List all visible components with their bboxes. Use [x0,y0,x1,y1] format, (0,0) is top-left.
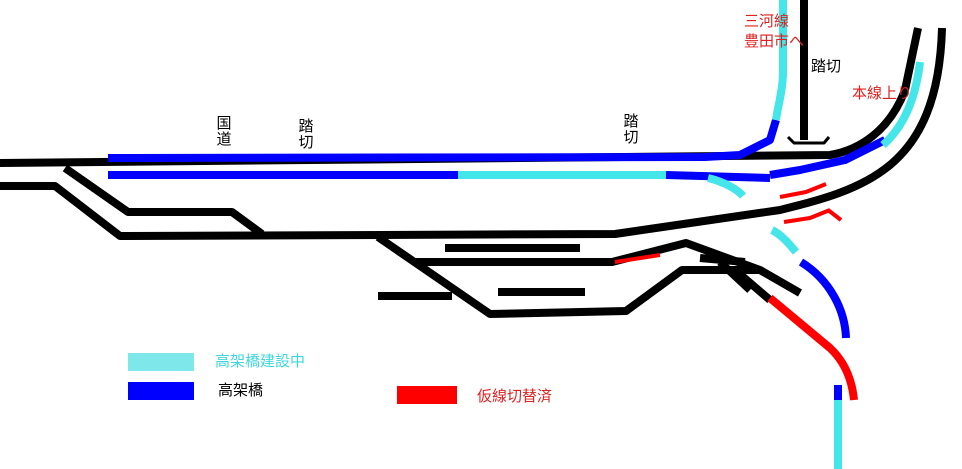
label-mikawa-line: 三河線 [744,12,790,30]
label-fumikiri-3: 踏切 [811,57,842,75]
label-kokudo: 国道 [216,114,232,148]
legend-text-temporary: 仮線切替済 [477,387,553,405]
label-toyotashi: 豊田市へ [744,32,805,50]
legend-text-construction: 高架橋建設中 [215,352,306,370]
track-lines [0,0,946,318]
temporary-line-south [767,294,858,401]
viaduct-construction-lines [458,0,924,469]
legend-swatch-temporary [397,386,457,404]
label-fumikiri-2: 踏切 [623,112,639,146]
label-fumikiri-1: 踏切 [298,117,314,151]
legend-swatch-viaduct [128,382,194,400]
crossing-bracket [786,135,831,145]
temporary-lines [614,182,843,264]
legend-text-viaduct: 高架橋 [218,381,264,399]
legend-swatch-construction [128,353,194,371]
viaduct-lines [107,118,887,400]
label-honsen: 本線上り [852,84,913,102]
